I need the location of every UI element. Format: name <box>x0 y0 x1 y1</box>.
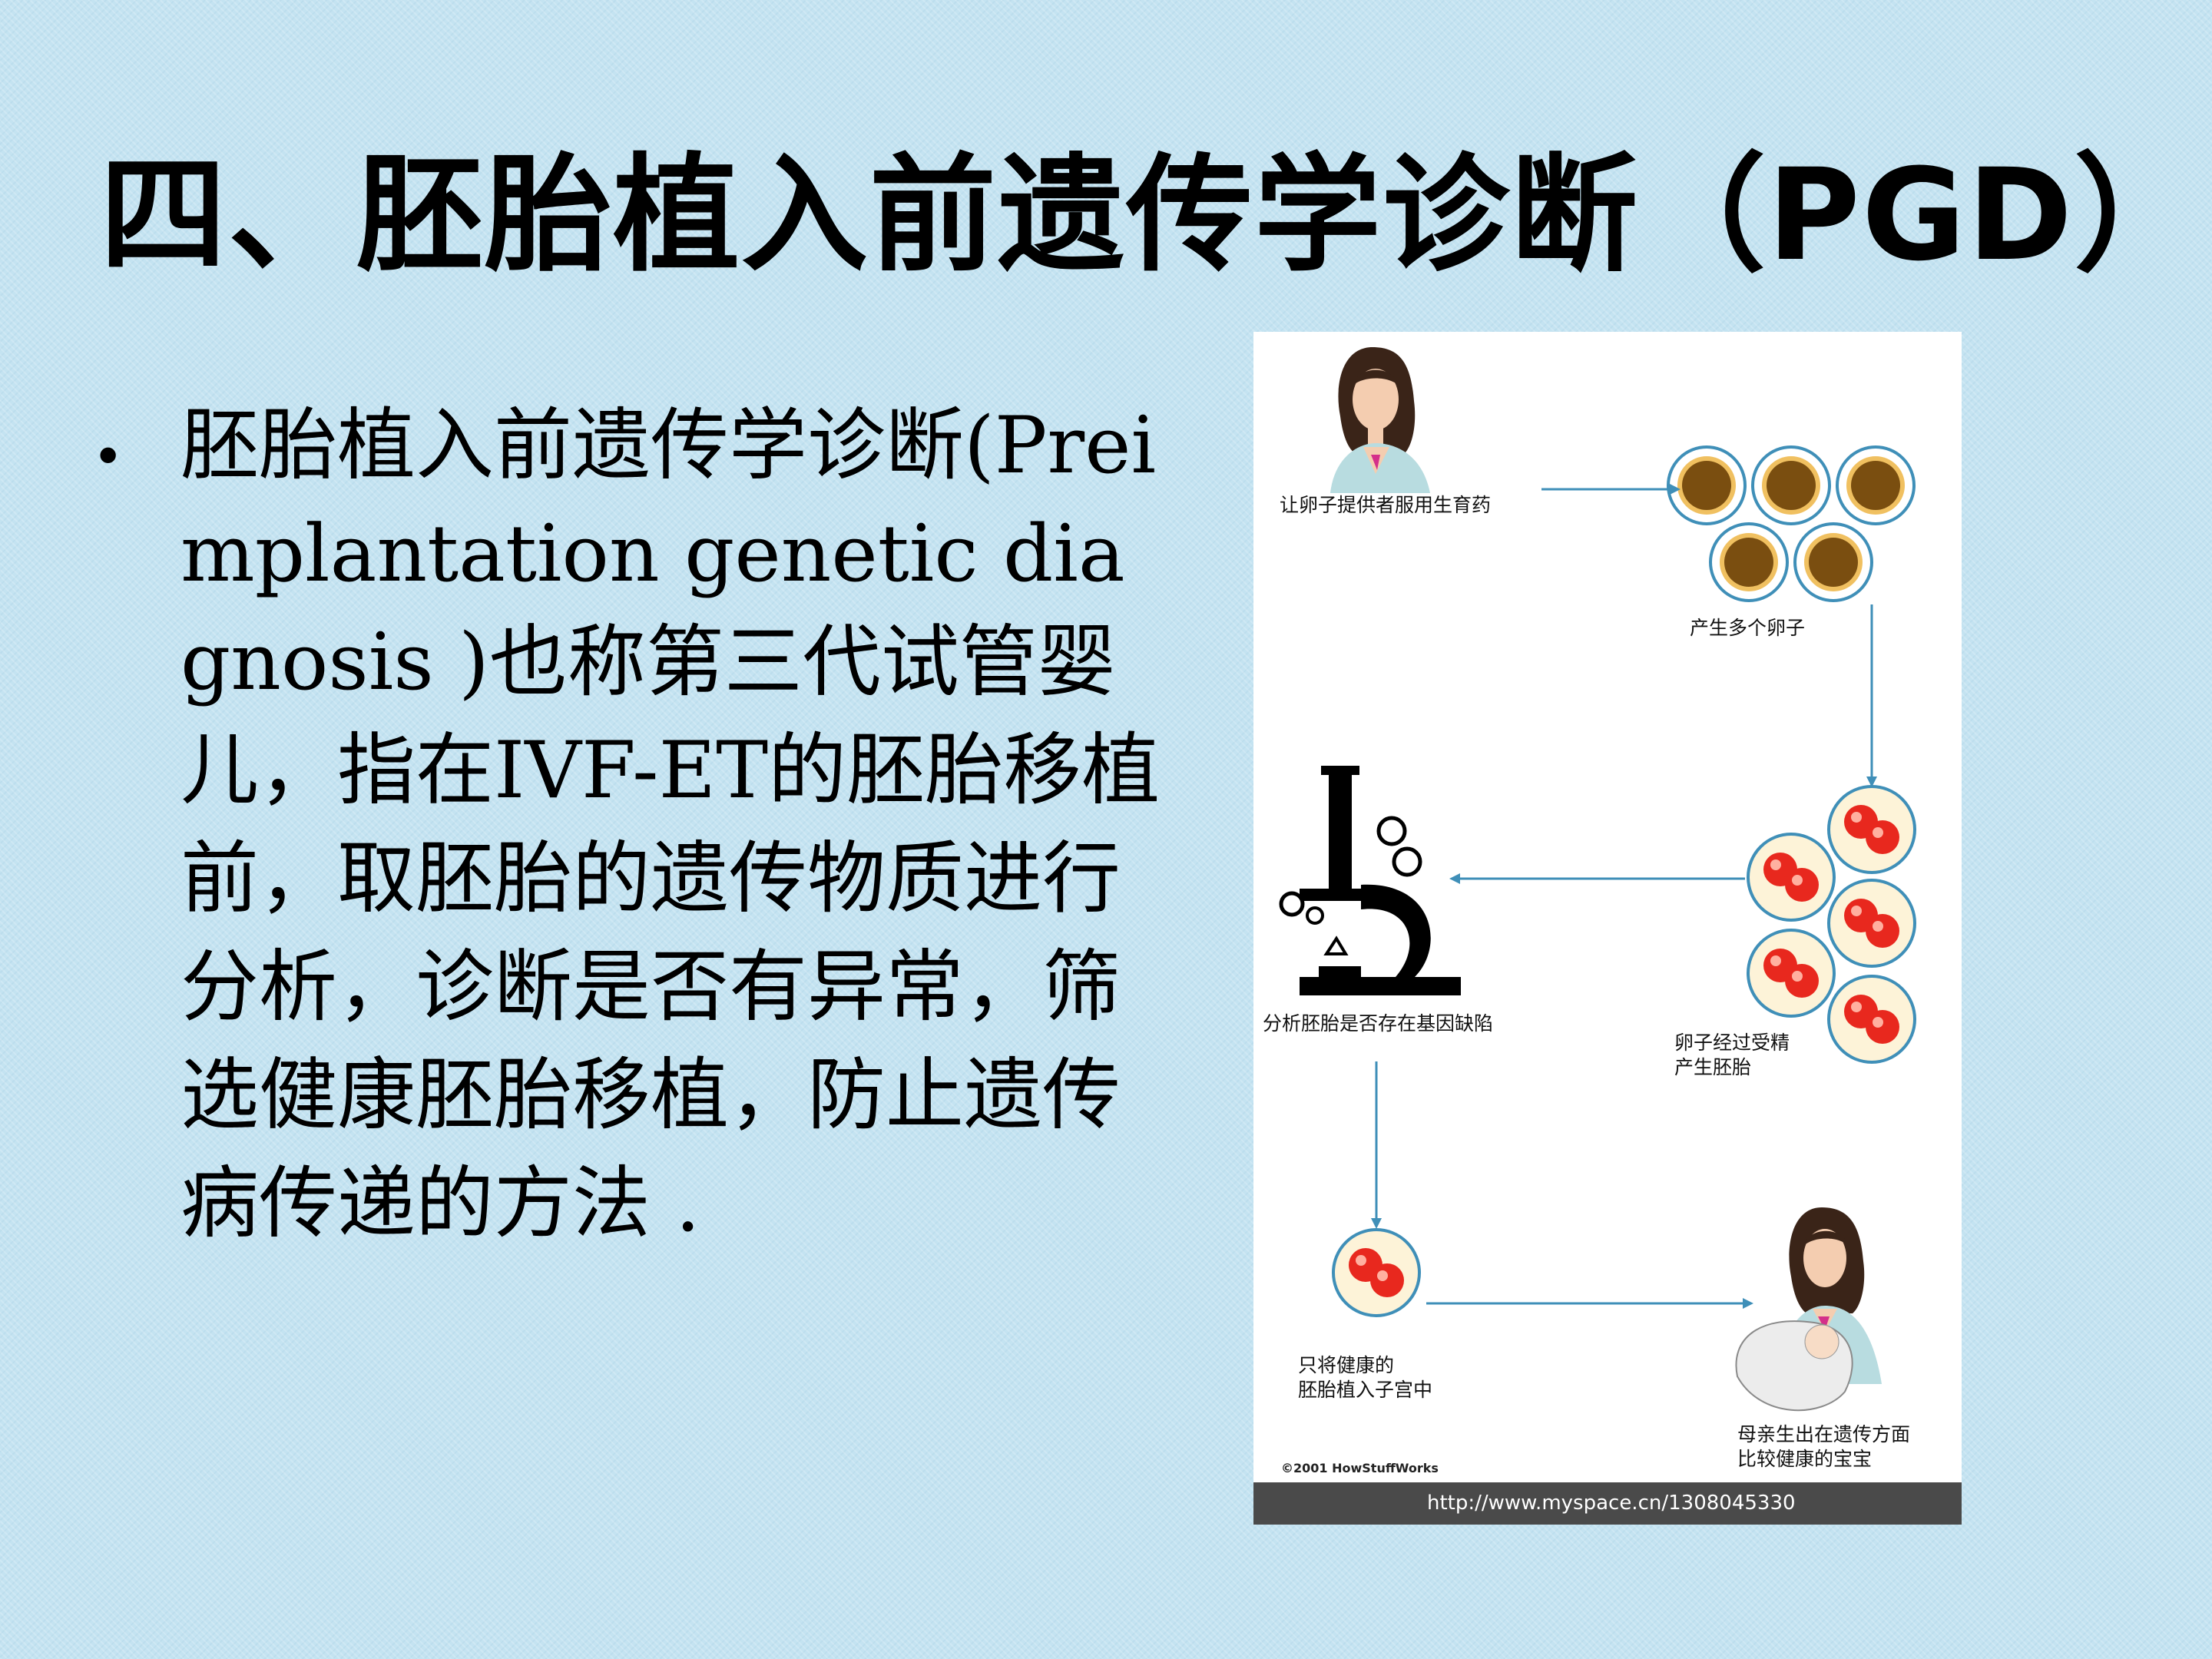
figure-copyright: ©2001 HowStuffWorks <box>1281 1461 1439 1475</box>
bullet-marker: • <box>92 426 124 488</box>
caption-step4: 分析胚胎是否存在基因缺陷 <box>1263 1012 1494 1035</box>
single-embryo-icon <box>1332 1228 1421 1317</box>
caption-step3-line2: 产生胚胎 <box>1674 1056 1752 1078</box>
caption-step5-line2: 胚胎植入子宫中 <box>1298 1379 1433 1401</box>
eggs-cluster-icon <box>1667 445 1916 602</box>
pgd-process-illustration <box>1279 347 1916 1412</box>
woman-icon <box>1330 347 1430 493</box>
source-url: http://www.myspace.cn/1308045330 <box>1427 1492 1796 1515</box>
mother-with-baby-icon <box>1735 1207 1882 1412</box>
embryos-cluster-icon <box>1747 785 1916 1064</box>
baby-icon <box>1735 1320 1853 1412</box>
bullet-text: 胚胎植入前遗传学诊断(Preimplantation genetic diagn… <box>180 400 1161 1250</box>
caption-step6-line1: 母亲生出在遗传方面 <box>1737 1423 1911 1445</box>
url-bar: http://www.myspace.cn/1308045330 <box>1253 1482 1962 1525</box>
microscope-icon <box>1279 766 1461 995</box>
page-title: 四、胚胎植入前遗传学诊断（PGD） <box>100 141 2203 289</box>
caption-step5-line1: 只将健康的 <box>1298 1354 1395 1376</box>
caption-step2: 产生多个卵子 <box>1690 617 1806 639</box>
caption-step1: 让卵子提供者服用生育药 <box>1280 494 1492 516</box>
caption-step6-line2: 比较健康的宝宝 <box>1737 1448 1873 1470</box>
pgd-process-figure: 让卵子提供者服用生育药 产生多个卵子 卵子经过受精 产生胚胎 分析胚胎是否存在基… <box>1253 332 1962 1525</box>
caption-step3-line1: 卵子经过受精 <box>1674 1031 1790 1054</box>
